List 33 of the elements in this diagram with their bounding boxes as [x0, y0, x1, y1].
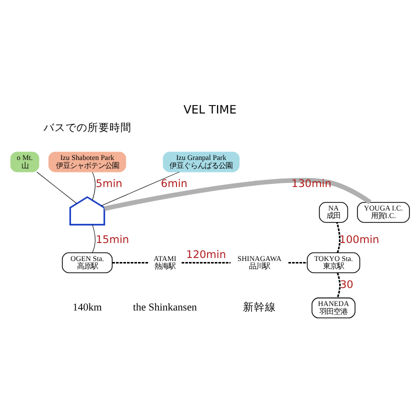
node-box: TOKYO Sta. 東京駅: [306, 252, 360, 274]
label: the Shinkansen: [133, 302, 197, 314]
connector: [104, 178, 372, 211]
label: 新幹線: [242, 302, 276, 314]
edge-label: 6min: [160, 178, 188, 190]
label: 140km: [72, 302, 102, 314]
edge-label: 15min: [96, 234, 130, 246]
node-box: Izu Granpal Park 伊豆ぐらんぱる公園: [162, 152, 240, 172]
connector: [92, 224, 96, 253]
connector: [101, 172, 180, 206]
node-text: SHINAGAWA 品川駅: [238, 254, 282, 271]
edge-label: 130min: [292, 178, 332, 190]
diagram-title: VEL TIME: [183, 102, 237, 116]
connector: [336, 272, 341, 298]
edge-label: 120min: [186, 249, 226, 262]
edge-label: 100min: [339, 234, 380, 246]
connector: [336, 222, 341, 253]
node-box: HANEDA 羽田空港: [312, 298, 356, 318]
node-box: NA 成田: [318, 202, 348, 223]
edge-label: 30: [340, 278, 354, 291]
edge-label: 5min: [96, 178, 122, 190]
node-box: Izu Shaboten Park 伊豆シャボテン公園: [48, 152, 126, 172]
label: バスでの所要時間: [43, 122, 132, 134]
connector: [92, 172, 96, 200]
connector: [112, 262, 148, 264]
node-box: YOUGA I.C. 用賀I.C.: [357, 202, 410, 223]
connector: [36, 172, 77, 204]
connector: [288, 262, 308, 264]
node-house: [69, 196, 106, 226]
connector: [182, 262, 231, 264]
node-text: ATAMI 熱海駅: [154, 254, 176, 271]
node-box: o Mt. 山: [10, 152, 40, 172]
node-box: OGEN Sta. 高原駅: [62, 252, 113, 274]
